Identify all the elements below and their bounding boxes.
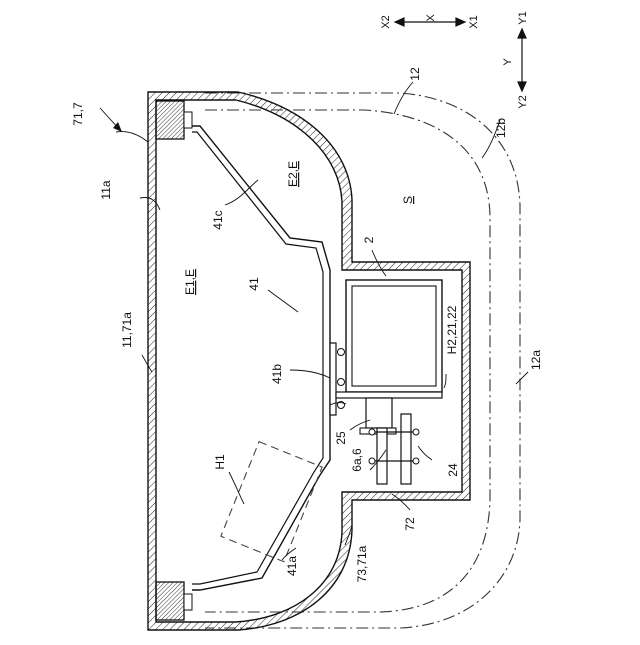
label-71-7: 71,7 [71,102,85,126]
part-24-nut-3 [369,458,375,464]
axis-label-y2: Y2 [517,95,529,108]
label-S: S [401,196,415,204]
label-41c: 41c [211,210,225,229]
bracket-41 [192,126,330,590]
screw-1 [338,349,345,356]
label-41a: 41a [285,556,299,576]
connector-25 [366,398,392,428]
axis-label-y: Y [502,58,514,66]
label-25: 25 [334,431,348,445]
mount-block-bottom [156,582,184,620]
part-24-nut-2 [413,429,419,435]
label-6a-6: 6a,6 [350,448,364,472]
bracket-41-inner [192,132,323,584]
label-E1E: E1,E [183,269,197,295]
screw-2 [338,379,345,386]
label-72: 72 [403,517,417,531]
part-24-nut-4 [413,458,419,464]
label-11-71a: 11,71a [120,312,134,348]
label-24: 24 [446,463,460,477]
axis-label-x: X [425,14,437,22]
mount-plate-2 [336,392,442,398]
axis-label-y1: Y1 [517,11,529,24]
label-H1: H1 [213,454,227,470]
region-H1 [221,442,322,562]
axis-label-x2: X2 [380,15,392,28]
label-11a: 11a [99,180,113,199]
bolt-bottom [184,594,192,610]
mount-block-top [156,101,184,139]
label-41b: 41b [270,364,284,384]
bolt-top [184,112,192,128]
component-2-outer [346,280,442,392]
label-12: 12 [408,67,422,81]
label-E2E: E2,E [286,161,300,187]
part-24-nut-1 [369,429,375,435]
axis-label-x1: X1 [468,15,480,28]
part-24-right [401,414,411,484]
label-H2: H2,21,22 [445,305,459,354]
label-73-71a: 73,71a [355,545,369,582]
label-12b: 12b [494,118,508,138]
label-2: 2 [362,236,376,243]
axis-y-indicator [518,29,526,91]
label-41: 41 [247,277,261,291]
label-12a: 12a [529,350,543,370]
